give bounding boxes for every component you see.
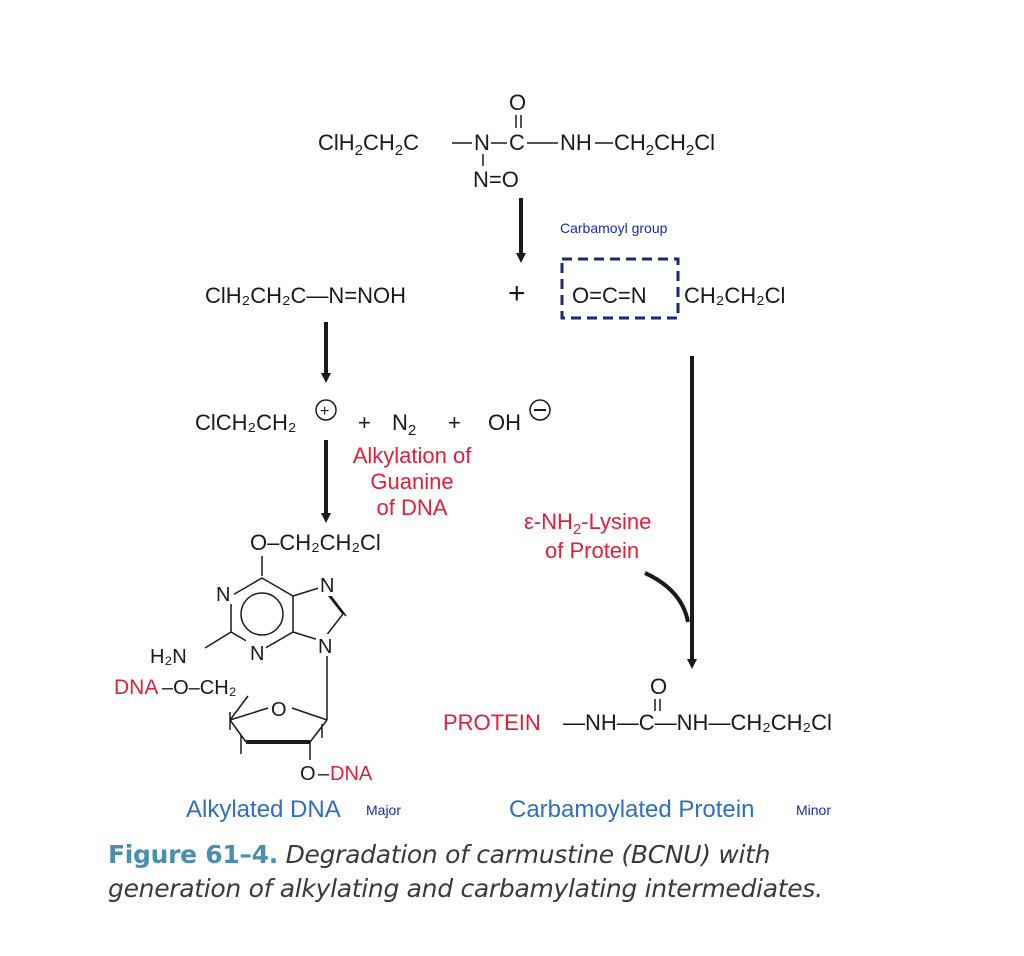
o-dna-dash: – (318, 763, 330, 785)
alkylated-guanine-structure: O–CH₂CH₂Cl N N N N H₂N DNA –O–CH₂ O (114, 530, 381, 785)
figure-number: Figure 61–4. (108, 840, 278, 869)
sugar-bond-c1-c2 (309, 719, 328, 743)
plus-sign-3: + (448, 410, 461, 435)
caption-text: Degradation of carmustine (BCNU) with ge… (108, 840, 823, 903)
product-chain: —NH—C—NH—CH₂CH₂Cl (563, 710, 832, 735)
bond-c5-c4 (229, 695, 249, 721)
carmustine-structure: O ClH2CH2C N C NH CH2CH2Cl N=O (318, 90, 715, 192)
reactant-right-tail: CH2CH2Cl (614, 130, 715, 159)
sugar-ring-oxygen: O (271, 699, 287, 721)
protein-label: PROTEIN (443, 710, 541, 735)
carbonyl-oxygen: O (509, 90, 526, 115)
alkylation-label-line1: Alkylation of (353, 443, 473, 468)
imidazole-double-bond (329, 594, 347, 617)
ring-n1: N (216, 584, 230, 606)
alkylated-dna-label: Alkylated DNA (186, 796, 341, 823)
product-carbonyl-oxygen: O (650, 674, 667, 699)
carbamoylated-protein-label: Carbamoylated Protein (509, 796, 754, 823)
isocyanate-core: O=C=N (572, 283, 647, 308)
major-label: Major (366, 802, 401, 818)
carbamoyl-dashed-box (560, 257, 680, 320)
reactant-n-atom: N (474, 130, 490, 155)
sugar-bond-o-c1 (291, 707, 328, 721)
alkylation-label-line2: Guanine (370, 469, 453, 494)
dna-prefix: DNA (114, 676, 158, 699)
ring-n3: N (250, 643, 264, 665)
lysine-label-line2: of Protein (545, 538, 639, 563)
lysine-label-line1: ε-NH2-Lysine (524, 509, 651, 538)
o-chloroethyl-substituent: O–CH₂CH₂Cl (250, 530, 381, 555)
plus-sign-2: + (358, 410, 371, 435)
o-dna-label: DNA (330, 763, 373, 785)
positive-charge-sign: + (320, 403, 329, 420)
minor-label: Minor (796, 802, 831, 818)
ring-n7: N (320, 575, 334, 597)
reactant-left-chain: ClH2CH2C (318, 130, 419, 159)
carbamoyl-group-label: Carbamoyl group (560, 220, 668, 236)
chloroethyl-cation: ClCH₂CH₂ (195, 410, 296, 435)
lysine-curved-arrow (644, 571, 690, 623)
sugar-bond-c4-o (229, 707, 269, 721)
o-dna-chem: O (300, 763, 316, 785)
negative-charge-circle (529, 399, 551, 421)
amino-group: H₂N (150, 646, 187, 668)
figure-caption: Figure 61–4. Degradation of carmustine (… (108, 838, 888, 906)
alkylation-label-line3: of DNA (377, 495, 448, 520)
nitroso-group: N=O (473, 167, 519, 192)
nitrogen-gas: N2 (392, 410, 416, 439)
reactant-right-chain: NH (560, 130, 592, 155)
isocyanate-tail: CH₂CH₂Cl (684, 283, 785, 308)
plus-sign-1: + (508, 277, 526, 310)
imidazole-ring (292, 586, 344, 642)
reactant-carbonyl-c: C (509, 130, 525, 155)
dna-link: –O–CH₂ (162, 677, 236, 699)
sugar-bond-c4-c3 (229, 719, 247, 743)
positive-charge-circle (315, 399, 337, 421)
bond-c2-nh2 (204, 631, 232, 649)
aromatic-ring-circle (240, 592, 284, 636)
ring-n9: N (318, 636, 332, 658)
diazohydroxide: ClH₂CH₂C—N=NOH (205, 283, 406, 308)
hydroxide: OH (488, 410, 521, 435)
